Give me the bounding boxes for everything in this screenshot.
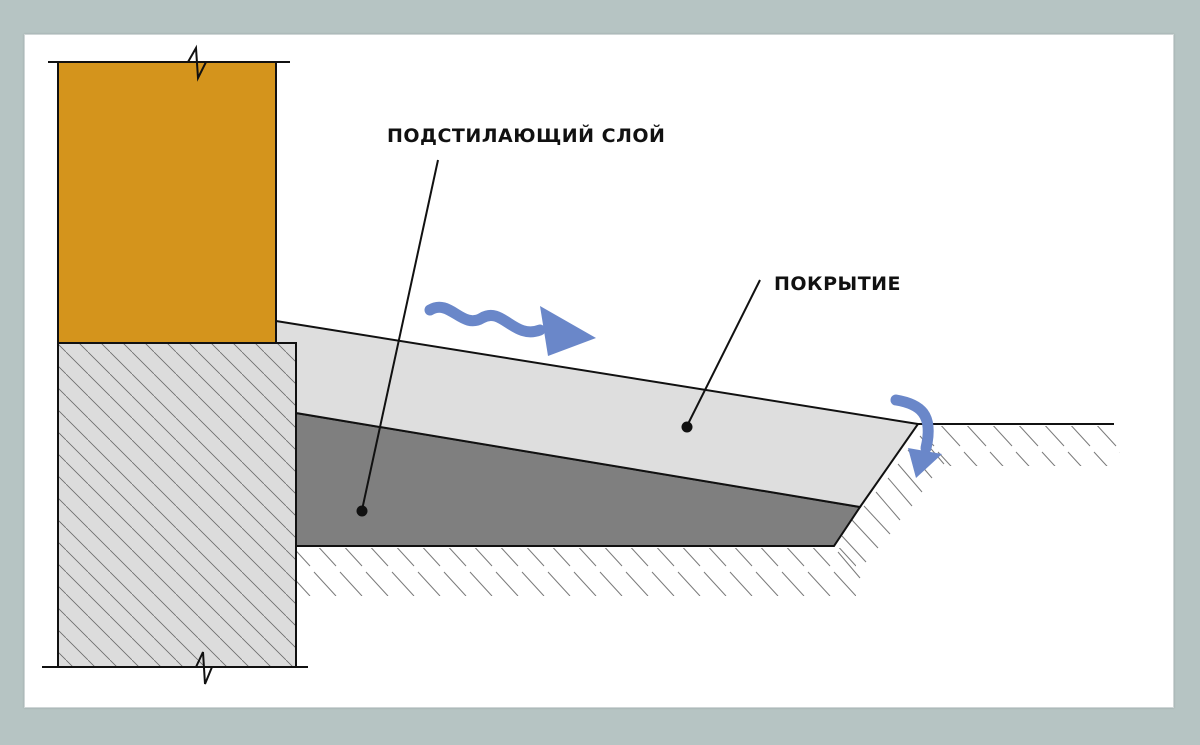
curved-down-arrow-icon: [890, 394, 942, 478]
soil-hatch-under-slab: [296, 548, 856, 596]
break-line-bottom: [42, 651, 308, 685]
leader-underlay: [356, 159, 439, 517]
soil-hatch-right: [930, 426, 1120, 466]
foundation: [57, 342, 297, 668]
label-underlay: ПОДСТИЛАЮЩИЙ СЛОЙ: [387, 124, 665, 147]
wall: [57, 61, 277, 344]
wavy-arrow-icon: [424, 302, 596, 356]
label-cover: ПОКРЫТИЕ: [774, 273, 901, 295]
break-line-top: [48, 44, 290, 82]
leader-cover: [681, 279, 761, 433]
